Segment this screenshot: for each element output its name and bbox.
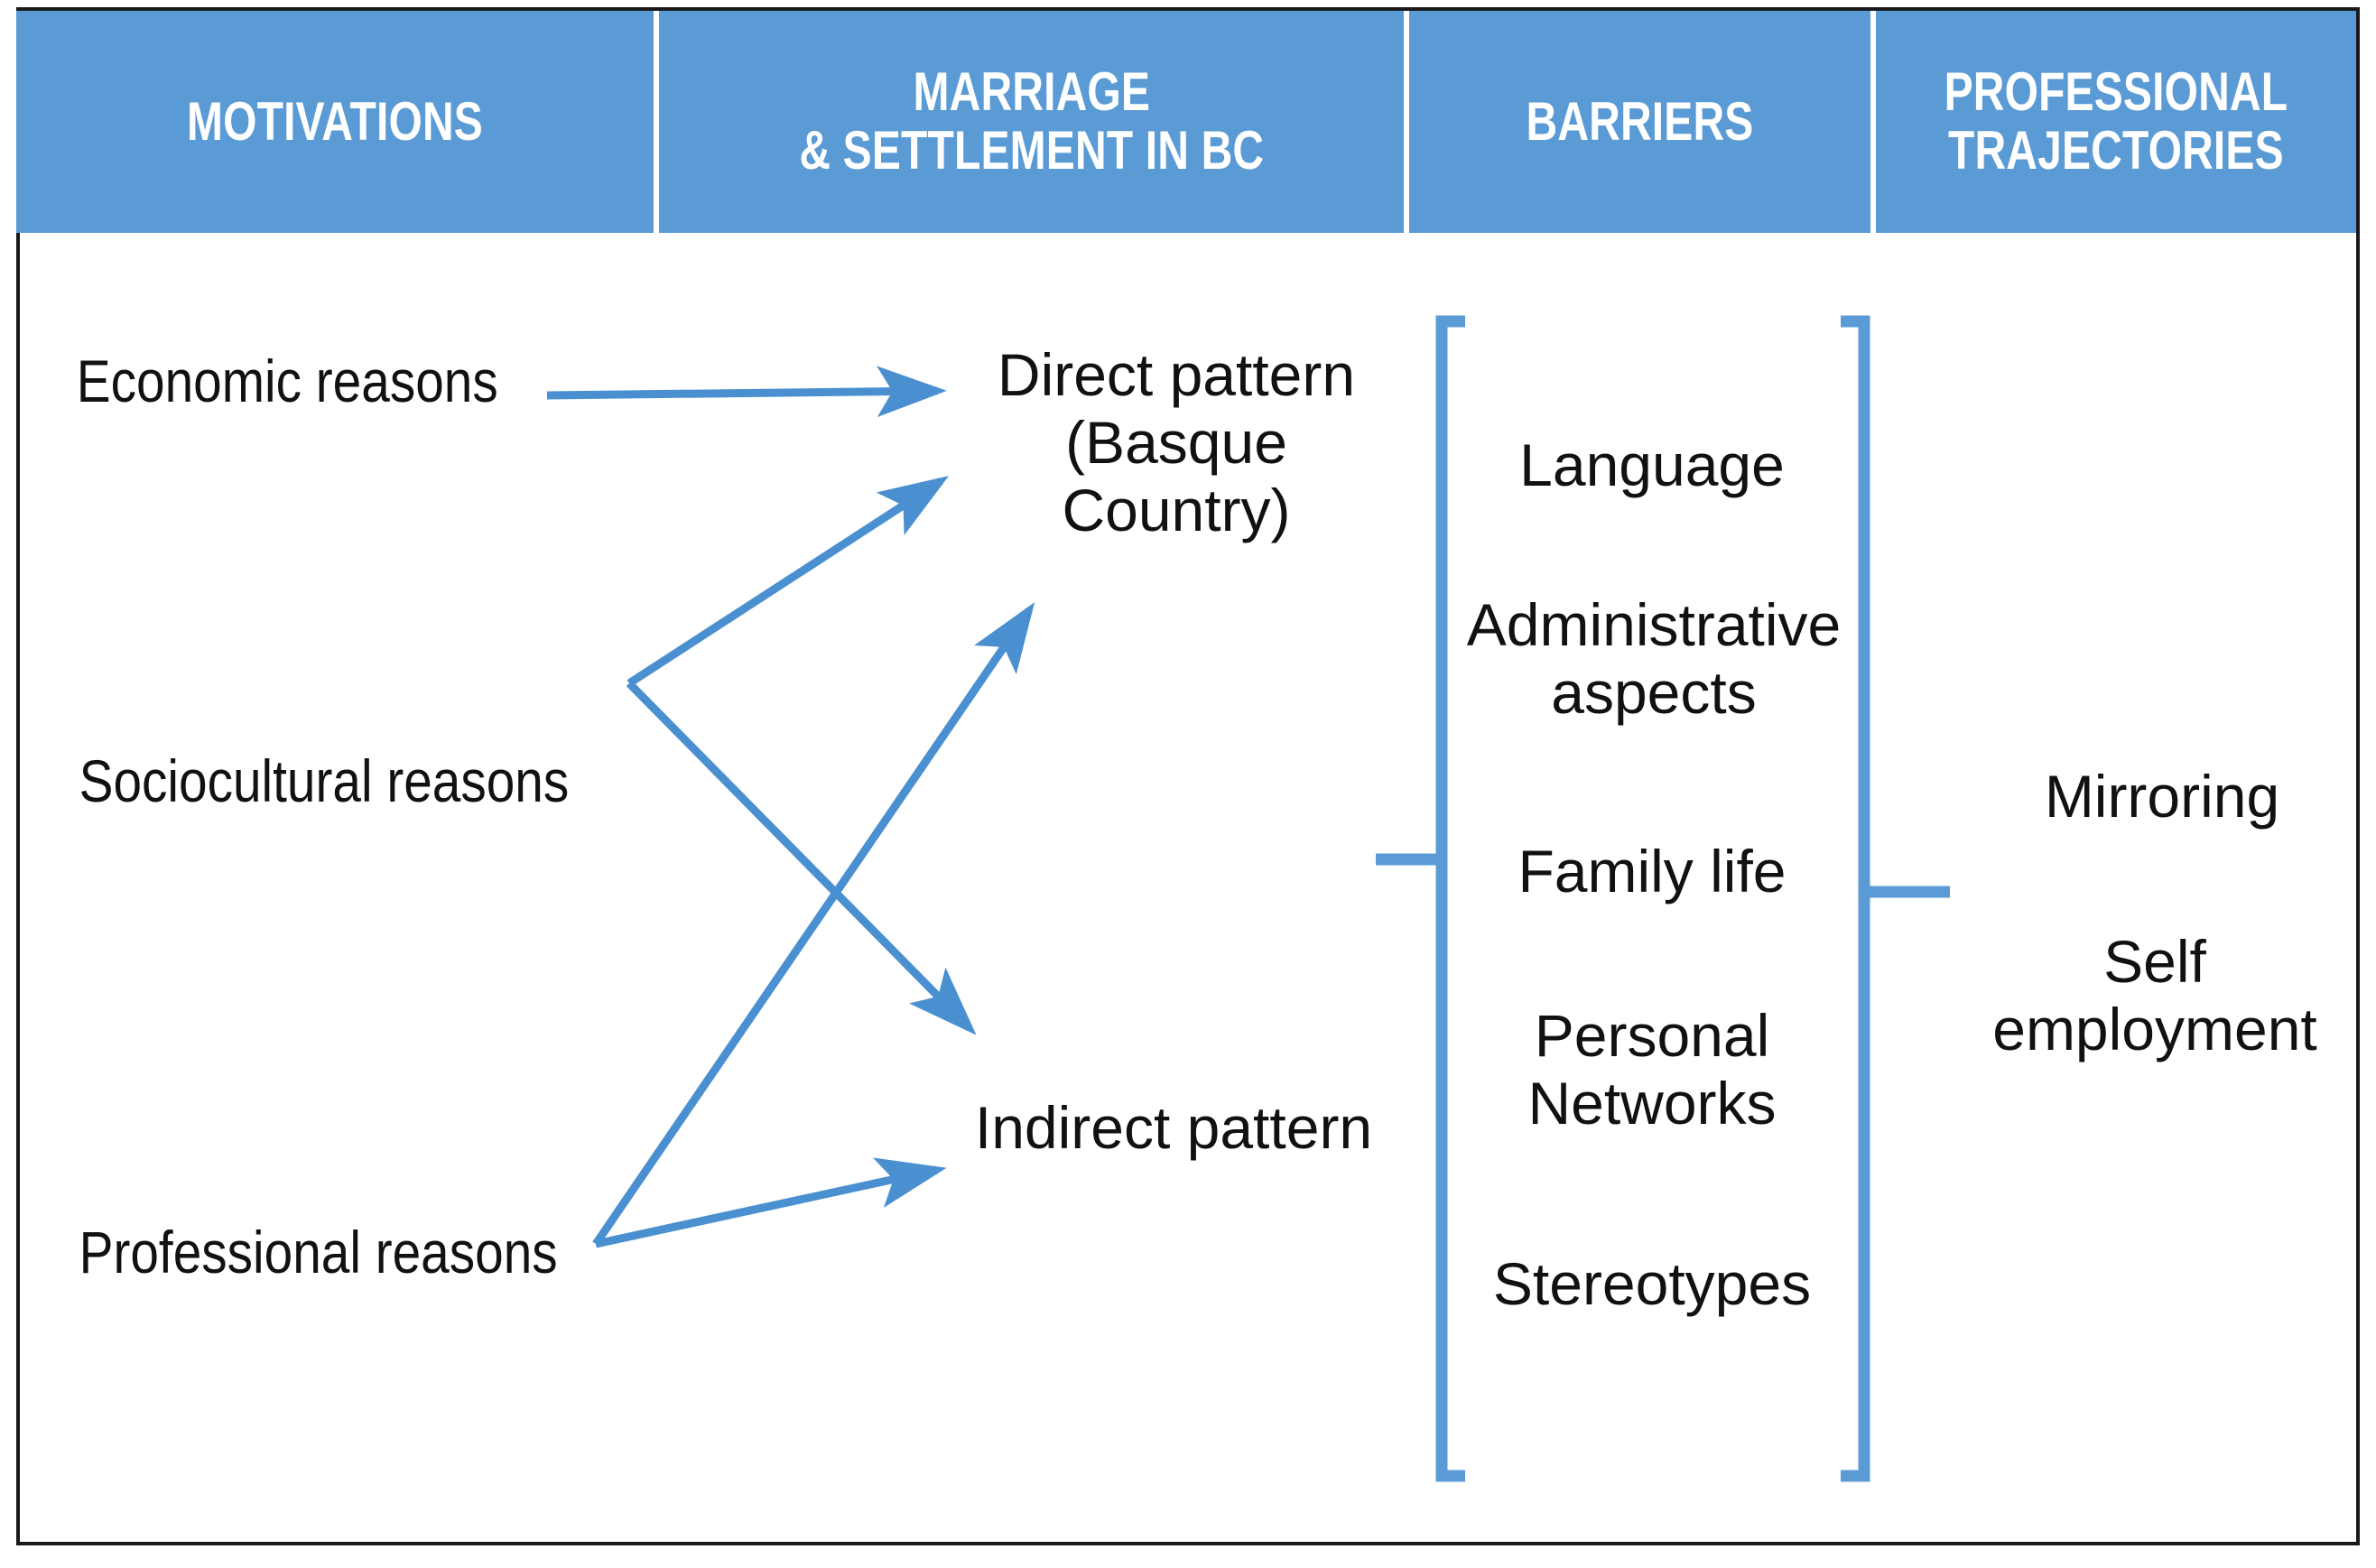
- pattern-direct[interactable]: Direct pattern (Basque Country): [997, 341, 1356, 544]
- header-label-professional-trajectories: PROFESSIONAL TRAJECTORIES: [1944, 61, 2288, 181]
- motivation-economic-reasons[interactable]: Economic reasons: [76, 348, 498, 414]
- header-cell-marriage-settlement-bc[interactable]: MARRIAGE & SETTLEMENT IN BC: [659, 11, 1404, 233]
- pattern-indirect[interactable]: Indirect pattern: [974, 1094, 1373, 1161]
- header-label-marriage-settlement-bc: MARRIAGE & SETTLEMENT IN BC: [799, 61, 1264, 181]
- header-label-barriers: BARRIERS: [1526, 90, 1754, 152]
- trajectory-self-employment[interactable]: Self employment: [1992, 928, 2317, 1063]
- header-row: MOTIVATIONS MARRIAGE & SETTLEMENT IN BC …: [16, 11, 2356, 233]
- header-divider-3: [1870, 11, 1876, 233]
- header-label-motivations: MOTIVATIONS: [187, 90, 483, 152]
- header-cell-barriers[interactable]: BARRIERS: [1409, 11, 1870, 233]
- figure-outer-border: [16, 7, 2360, 1545]
- motivation-professional-reasons[interactable]: Professional reasons: [79, 1219, 558, 1285]
- motivation-sociocultural-reasons[interactable]: Sociocultural reasons: [79, 747, 570, 814]
- header-divider-1: [654, 11, 659, 233]
- barrier-language[interactable]: Language: [1519, 431, 1785, 498]
- header-cell-professional-trajectories[interactable]: PROFESSIONAL TRAJECTORIES: [1876, 11, 2356, 233]
- barrier-administrative-aspects[interactable]: Administrative aspects: [1466, 591, 1842, 727]
- barrier-personal-networks[interactable]: Personal Networks: [1527, 1002, 1777, 1137]
- barrier-family-life[interactable]: Family life: [1517, 838, 1787, 905]
- barrier-stereotypes[interactable]: Stereotypes: [1492, 1250, 1812, 1317]
- header-divider-2: [1404, 11, 1409, 233]
- trajectory-mirroring[interactable]: Mirroring: [2044, 763, 2280, 830]
- header-cell-motivations[interactable]: MOTIVATIONS: [16, 11, 654, 233]
